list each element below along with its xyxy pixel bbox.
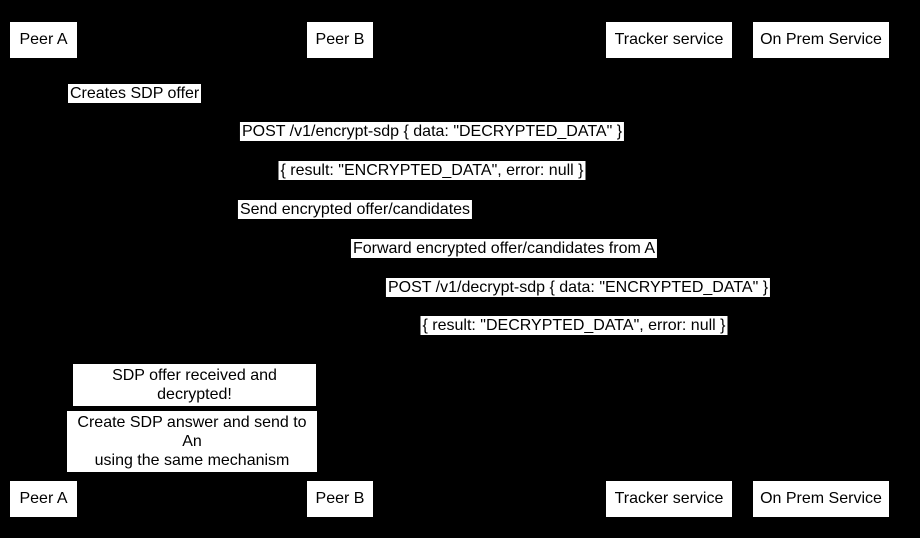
actor-on-prem-service-label: On Prem Service: [760, 31, 882, 48]
message-forward-encrypted-offer: Forward encrypted offer/candidates from …: [350, 239, 658, 258]
note-create-sdp-answer-line1: Create SDP answer and send to An: [77, 414, 307, 450]
actor-on-prem-service-top: On Prem Service: [753, 22, 889, 58]
actor-on-prem-service-label: On Prem Service: [760, 490, 882, 507]
message-encrypt-result: { result: "ENCRYPTED_DATA", error: null …: [278, 161, 586, 180]
actor-peer-a-label: Peer A: [19, 490, 68, 507]
actor-peer-a-top: Peer A: [10, 22, 77, 58]
note-create-sdp-answer-line2: using the same mechanism: [94, 452, 290, 469]
actor-peer-a-bottom: Peer A: [10, 481, 77, 517]
actor-tracker-service-label: Tracker service: [614, 490, 724, 507]
message-send-encrypted-offer: Send encrypted offer/candidates: [237, 200, 473, 219]
actor-peer-b-bottom: Peer B: [307, 481, 373, 517]
note-create-sdp-answer: Create SDP answer and send to An using t…: [67, 411, 317, 472]
message-creates-sdp-offer: Creates SDP offer: [68, 84, 202, 103]
message-post-encrypt-sdp: POST /v1/encrypt-sdp { data: "DECRYPTED_…: [239, 122, 625, 141]
message-decrypt-result: { result: "DECRYPTED_DATA", error: null …: [420, 316, 728, 335]
actor-tracker-service-top: Tracker service: [606, 22, 732, 58]
actor-peer-b-label: Peer B: [315, 490, 365, 507]
actor-peer-b-top: Peer B: [307, 22, 373, 58]
actor-peer-b-label: Peer B: [315, 31, 365, 48]
message-post-decrypt-sdp: POST /v1/decrypt-sdp { data: "ENCRYPTED_…: [385, 278, 771, 297]
actor-peer-a-label: Peer A: [19, 31, 68, 48]
actor-on-prem-service-bottom: On Prem Service: [753, 481, 889, 517]
actor-tracker-service-label: Tracker service: [614, 31, 724, 48]
actor-tracker-service-bottom: Tracker service: [606, 481, 732, 517]
note-sdp-offer-received: SDP offer received and decrypted!: [73, 364, 316, 406]
